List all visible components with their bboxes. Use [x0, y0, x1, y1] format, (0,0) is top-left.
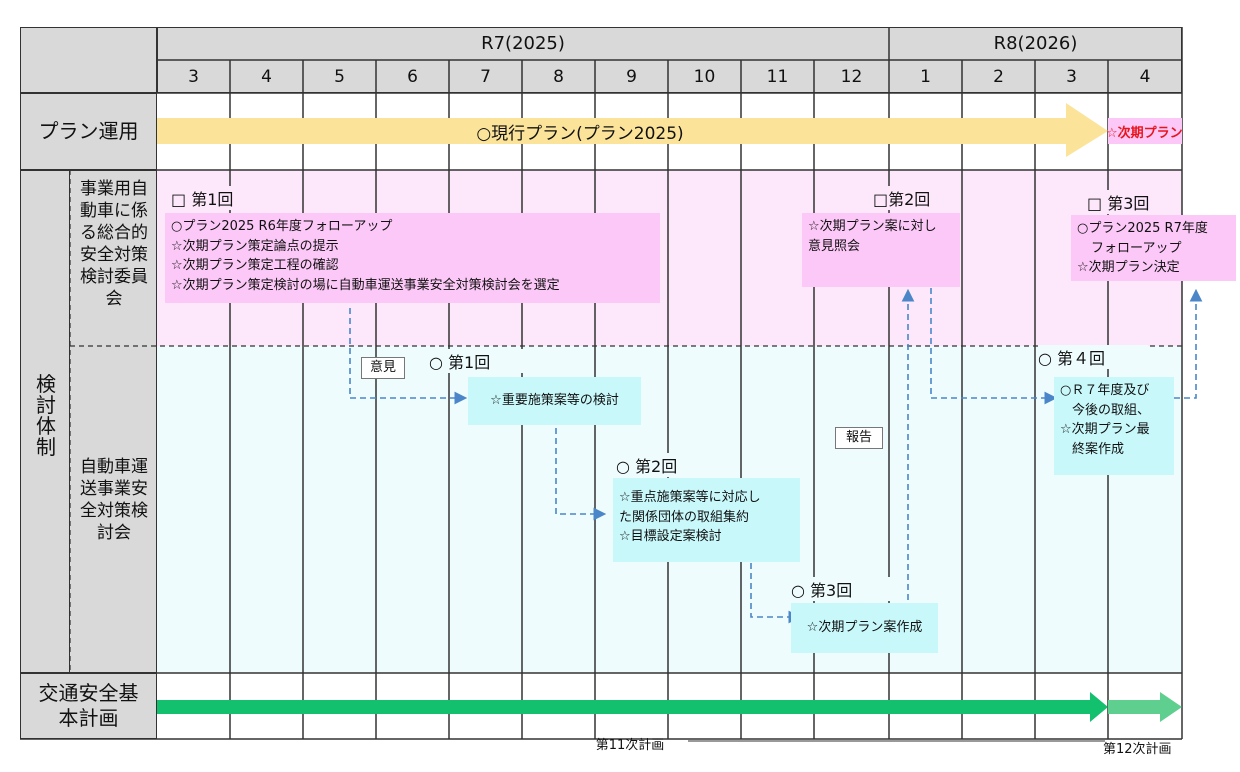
- note-line: フォローアップ: [1091, 240, 1182, 256]
- note-line: ☆次期プラン決定: [1077, 260, 1180, 275]
- note-line: 今後の取組、: [1072, 402, 1151, 418]
- note-line: ☆次期プラン最: [1060, 422, 1150, 437]
- note-line: 終案作成: [1072, 441, 1125, 457]
- note-line: た関係団体の取組集約: [619, 509, 750, 525]
- month-label: 4: [1139, 66, 1151, 87]
- row-label-basic: 交通安全基本計画: [20, 673, 157, 739]
- current-plan-arrow: [157, 103, 1108, 157]
- month-label: 2: [993, 66, 1004, 87]
- month-label: 6: [407, 66, 418, 87]
- note-line: ○プラン2025 R7年度: [1077, 221, 1208, 236]
- note-line: ○Ｒ７年度及び: [1060, 383, 1150, 398]
- committee-meeting-2-note: ☆次期プラン案に対し 意見照会: [802, 213, 960, 287]
- grid-lines: [20, 27, 1183, 740]
- next-plan-bg: [1108, 118, 1182, 144]
- note-line: 意見照会: [808, 238, 861, 254]
- committee-meeting-3-title: □ 第3回: [1087, 190, 1175, 214]
- next-plan-label: ☆次期プラン: [1106, 125, 1183, 141]
- flow-arrows: [349, 288, 1203, 624]
- note-line: ☆次期プラン策定検討の場に自動車運送事業安全対策検討会を選定: [171, 277, 560, 293]
- next-basic-plan-arrow: [1108, 692, 1182, 722]
- next-basic-plan-label: 第12次計画: [1103, 742, 1172, 757]
- council-meeting-3-note: ☆次期プラン案作成: [791, 603, 938, 653]
- month-label: 9: [626, 66, 637, 87]
- council-meeting-2-title: ○ 第2回: [616, 453, 716, 477]
- current-plan-label: ○現行プラン(プラン2025): [476, 123, 684, 144]
- note-line: ☆次期プラン案に対し: [808, 219, 937, 234]
- council-meeting-1-note: ☆重要施策案等の検討: [468, 377, 641, 425]
- committee-meeting-1-title: □ 第1回: [171, 186, 261, 210]
- council-meeting-1-title: ○ 第1回: [429, 349, 529, 373]
- month-label: 12: [840, 66, 863, 87]
- opinion-tag: 意見: [361, 357, 405, 379]
- row-label-sub-cell: [70, 170, 157, 673]
- month-label: 3: [1066, 66, 1077, 87]
- month-label: 4: [261, 66, 272, 87]
- current-basic-plan-arrow: [157, 692, 1108, 722]
- committee-meeting-1-note: ○プラン2025 R6年度フォローアップ ☆次期プラン策定論点の提示 ☆次期プラ…: [165, 213, 660, 303]
- council-meeting-4-title: ○ 第４回: [1038, 345, 1148, 369]
- month-label: 5: [334, 66, 345, 87]
- note-line: ☆目標設定案検討: [619, 529, 722, 544]
- month-label: 10: [693, 66, 716, 87]
- current-basic-plan-label: 第11次計画: [595, 738, 665, 753]
- year-r8: R8(2026): [993, 33, 1078, 54]
- note-line: ☆次期プラン策定工程の確認: [171, 258, 339, 273]
- row-label-kento-cell: [20, 170, 70, 673]
- council-meeting-3-title: ○ 第3回: [791, 577, 891, 601]
- row-label-committee: 事業用自動車に係る総合的安全対策検討委員会: [80, 179, 148, 310]
- year-r7: R7(2025): [481, 33, 565, 54]
- council-meeting-4-note: ○Ｒ７年度及び 今後の取組、 ☆次期プラン最 終案作成: [1054, 377, 1174, 475]
- committee-meeting-3-note: ○プラン2025 R7年度 フォローアップ ☆次期プラン決定: [1071, 215, 1236, 281]
- row-label-kento: 検討体制: [36, 372, 56, 459]
- corner-cell: [20, 27, 157, 93]
- month-label: 8: [553, 66, 564, 87]
- council-meeting-2-note: ☆重点施策案等に対応し た関係団体の取組集約 ☆目標設定案検討: [613, 478, 800, 562]
- note-line: ☆重点施策案等に対応し: [619, 490, 761, 505]
- month-label: 3: [188, 66, 199, 87]
- month-label: 7: [480, 66, 491, 87]
- report-tag: 報告: [835, 427, 883, 449]
- row-label-council: 自動車運送事業安全対策検討会: [80, 457, 148, 544]
- committee-meeting-2-title: □第2回: [873, 186, 953, 210]
- note-line: ○プラン2025 R6年度フォローアップ: [171, 219, 393, 234]
- month-label: 1: [920, 66, 931, 87]
- month-label: 11: [766, 66, 789, 87]
- note-line: ☆次期プラン策定論点の提示: [171, 238, 339, 254]
